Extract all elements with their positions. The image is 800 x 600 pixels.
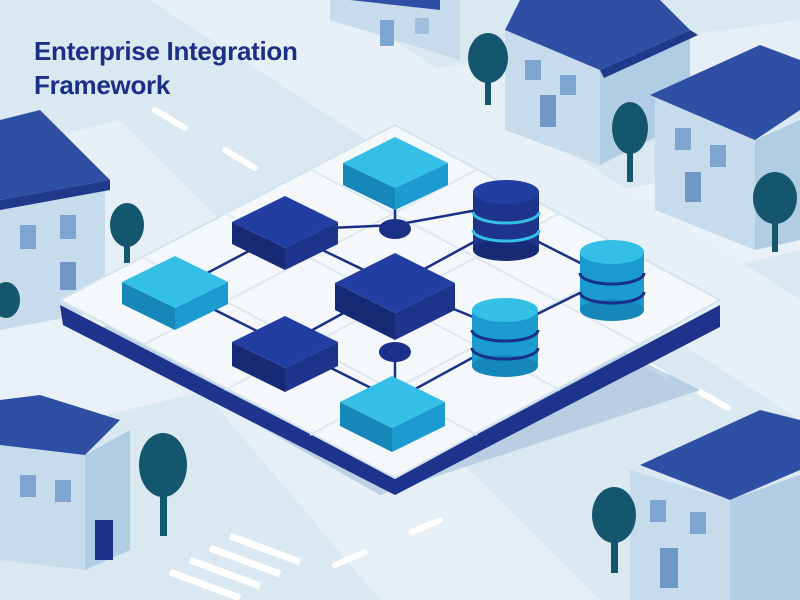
trees [0, 33, 797, 573]
tree-icon [110, 203, 144, 263]
junction-dot [379, 342, 411, 362]
node-box-cyan-top [343, 137, 448, 210]
tree-icon [468, 33, 508, 105]
tree-icon [139, 433, 187, 536]
database-icon-navy [471, 180, 541, 261]
junction-dot [379, 219, 411, 239]
page-title: Enterprise Integration Framework [34, 34, 298, 102]
title-line-1: Enterprise Integration [34, 36, 298, 66]
node-box-navy-center [335, 253, 455, 340]
node-box-navy-upper-left [232, 196, 338, 270]
node-box-cyan-bottom [340, 376, 445, 452]
title-line-2: Framework [34, 70, 171, 100]
house-top-center [330, 0, 460, 60]
node-box-cyan-left [122, 256, 228, 330]
junction-dots [379, 219, 411, 362]
database-icon-cyan-right [578, 240, 646, 321]
tree-icon [612, 102, 648, 182]
tree-icon [0, 282, 20, 318]
house-left [0, 110, 110, 330]
node-box-navy-lower-left [232, 316, 338, 392]
database-icon-cyan-center [470, 298, 540, 377]
house-bottom-right [630, 410, 800, 600]
house-bottom-left [0, 395, 130, 570]
tree-icon [592, 487, 636, 573]
tree-icon [753, 172, 797, 252]
